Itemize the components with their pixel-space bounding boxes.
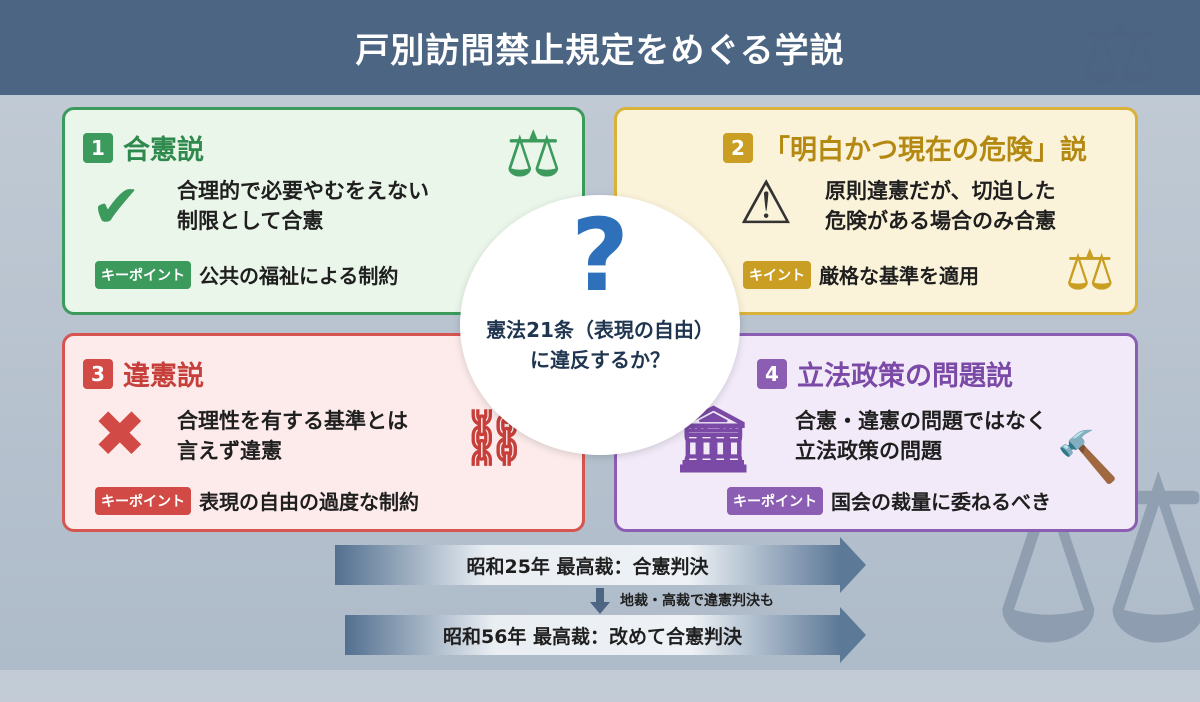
keypoint-text: 国会の裁量に委ねるべき xyxy=(831,490,1051,514)
body-line: 合理的で必要やむをえない xyxy=(177,179,429,203)
body-line: 原則違憲だが、切迫した xyxy=(825,179,1056,203)
keypoint-tag: キイント xyxy=(743,260,811,289)
warning-icon: ⚠ xyxy=(739,168,793,238)
keypoint: キーポイント 公共の福祉による制約 xyxy=(95,260,398,289)
timeline-step-1: 昭和25年 最高裁：合憲判決 xyxy=(335,537,866,593)
question-line: 憲法21条（表現の自由） xyxy=(486,318,714,342)
question-line: に違反するか？ xyxy=(530,348,670,372)
card-title: 2 「明白かつ現在の危険」説 xyxy=(723,128,1087,167)
card-body: 合理性を有する基準とは 言えず違憲 xyxy=(177,406,408,466)
scale-icon: ⚖ xyxy=(1064,238,1115,303)
card-title-text: 「明白かつ現在の危険」説 xyxy=(763,135,1087,166)
body-line: 言えず違憲 xyxy=(177,439,282,463)
page-title: 戸別訪問禁止規定をめぐる学説 xyxy=(355,31,845,71)
timeline-step-text: 昭和56年 最高裁：改めて合憲判決 xyxy=(442,625,743,648)
scale-icon: ⚖ xyxy=(504,118,562,192)
card-number: 3 xyxy=(83,358,113,389)
card-title-text: 立法政策の問題説 xyxy=(797,361,1013,392)
scale-background-icon: ⚖ xyxy=(1079,0,1160,105)
body-line: 危険がある場合のみ合憲 xyxy=(825,209,1056,233)
card-title: 4 立法政策の問題説 xyxy=(757,354,1013,393)
body-line: 合憲・違憲の問題ではなく xyxy=(795,409,1047,433)
down-arrow-icon xyxy=(590,588,610,614)
card-constitutional: 1 合憲説 ⚖ ✔ 合理的で必要やむをえない 制限として合憲 キーポイント 公共… xyxy=(62,107,585,315)
keypoint-text: 表現の自由の過度な制約 xyxy=(199,490,419,514)
timeline-step-text: 昭和25年 最高裁：合憲判決 xyxy=(466,555,709,578)
question-mark-icon: ? xyxy=(570,197,629,314)
keypoint: キーポイント 国会の裁量に委ねるべき xyxy=(727,486,1051,515)
keypoint-tag: キーポイント xyxy=(95,260,191,289)
card-number: 1 xyxy=(83,132,113,163)
body-line: 制限として合憲 xyxy=(177,209,324,233)
card-number: 4 xyxy=(757,358,787,389)
timeline-step-2: 昭和56年 最高裁：改めて合憲判決 xyxy=(345,607,866,663)
timeline-note: 地裁・高裁で違憲判決も xyxy=(620,593,774,609)
card-body: 合理的で必要やむをえない 制限として合憲 xyxy=(177,176,429,236)
gavel-icon: 🔨 xyxy=(1056,428,1119,486)
keypoint-text: 厳格な基準を適用 xyxy=(819,264,979,288)
card-body: 原則違憲だが、切迫した 危険がある場合のみ合憲 xyxy=(825,176,1056,236)
card-body: 合憲・違憲の問題ではなく 立法政策の問題 xyxy=(795,406,1047,466)
card-title-text: 違憲説 xyxy=(123,361,204,392)
keypoint: キイント 厳格な基準を適用 xyxy=(743,260,979,289)
checkmark-icon: ✔ xyxy=(91,172,142,242)
card-title-text: 合憲説 xyxy=(123,135,204,166)
cross-icon: ✖ xyxy=(93,398,147,472)
body-line: 立法政策の問題 xyxy=(795,439,942,463)
keypoint-tag: キーポイント xyxy=(95,486,191,515)
body-line: 合理性を有する基準とは xyxy=(177,409,408,433)
header: 戸別訪問禁止規定をめぐる学説 xyxy=(0,0,1200,95)
card-title: 1 合憲説 xyxy=(83,128,204,167)
keypoint: キーポイント 表現の自由の過度な制約 xyxy=(95,486,419,515)
central-question-text: 憲法21条（表現の自由） に違反するか？ xyxy=(460,315,740,375)
card-title: 3 違憲説 xyxy=(83,354,204,393)
card-number: 2 xyxy=(723,132,753,163)
keypoint-text: 公共の福祉による制約 xyxy=(199,264,399,288)
central-question: ? 憲法21条（表現の自由） に違反するか？ xyxy=(460,195,740,455)
keypoint-tag: キーポイント xyxy=(727,486,823,515)
